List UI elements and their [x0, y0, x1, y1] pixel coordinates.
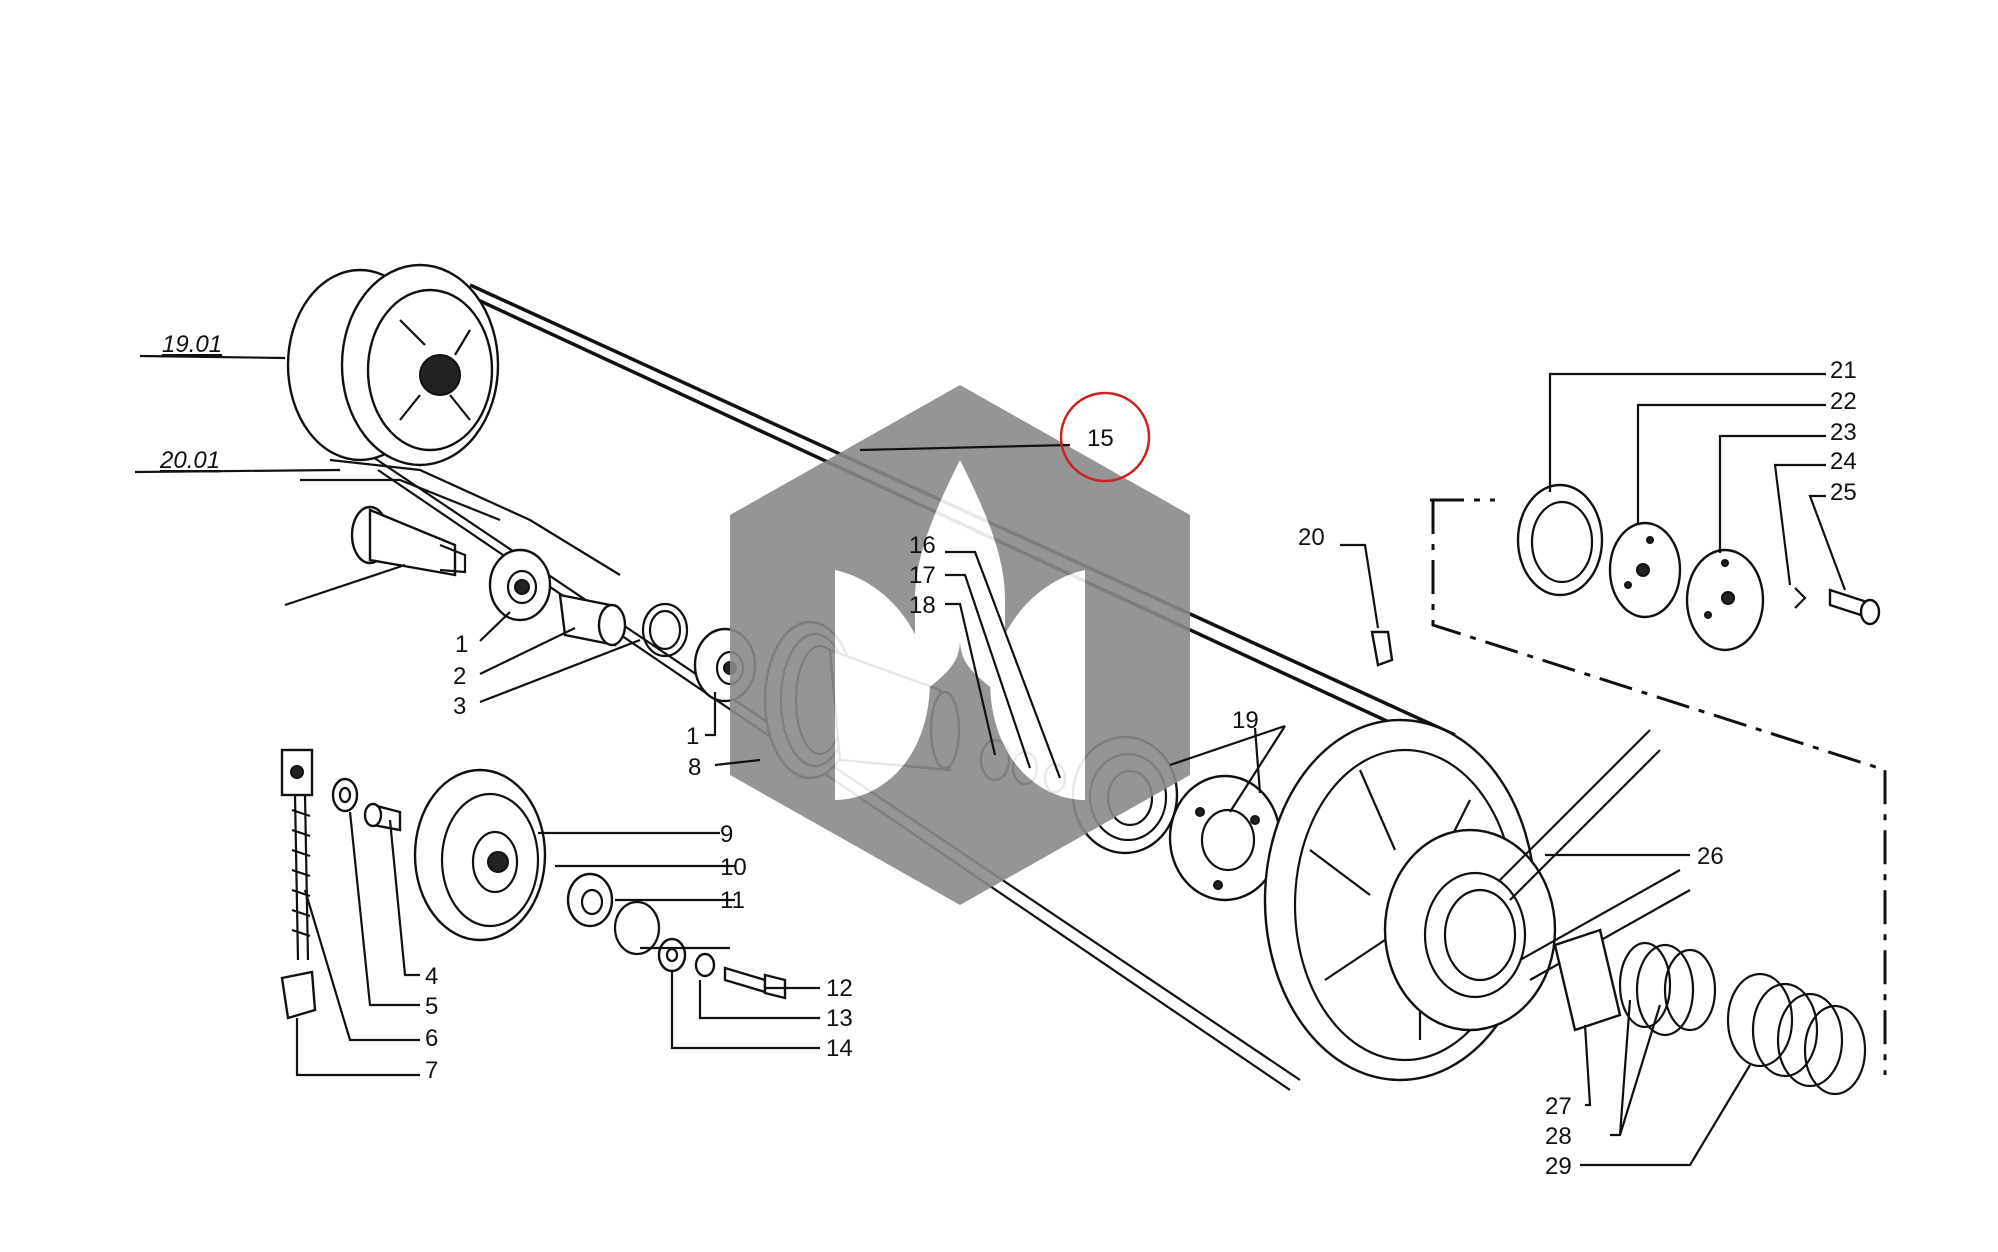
tension-pulley: [413, 768, 547, 942]
nut-14: [694, 952, 716, 978]
spacer-sleeve: [558, 593, 627, 647]
washer-5: [331, 777, 359, 813]
callout-11: 11: [720, 887, 745, 914]
callout-27: 27: [1545, 1093, 1572, 1120]
shaft-bolt: [350, 505, 467, 577]
snap-ring: [641, 602, 689, 658]
callout-1-top: 1: [455, 631, 468, 658]
upper-pulley: [286, 263, 621, 576]
callout-29: 29: [1545, 1153, 1572, 1180]
bushing-4: [363, 802, 402, 832]
callout-20: 20: [1298, 524, 1325, 551]
pulley-bearing: [566, 872, 614, 928]
bearing: [488, 548, 552, 622]
callout-14: 14: [826, 1035, 853, 1062]
hub-assembly: [1516, 483, 1881, 652]
callout-1-mid: 1: [686, 723, 699, 750]
callout-labels: 19.01 20.01 1 2 3 1 8 15 16 17 18 19 20 …: [159, 331, 1857, 1180]
callout-9: 9: [720, 821, 733, 848]
callout-12: 12: [826, 975, 853, 1002]
callout-18: 18: [909, 592, 936, 619]
callout-5: 5: [425, 993, 438, 1020]
callout-13: 13: [826, 1005, 853, 1032]
adjuster-rod: [280, 748, 317, 1020]
callout-8: 8: [688, 754, 701, 781]
callout-10: 10: [720, 854, 747, 881]
callout-19-01: 19.01: [162, 331, 222, 358]
bearing-flange: [1168, 774, 1282, 902]
callout-20-01: 20.01: [159, 447, 220, 474]
leader-lines: [134, 354, 1847, 1167]
callout-26: 26: [1697, 843, 1724, 870]
callout-6: 6: [425, 1025, 438, 1052]
large-variable-pulley: [1263, 718, 1557, 1082]
spring-assembly: [1553, 928, 1867, 1096]
belt-guide-lines: [1499, 729, 1691, 981]
callout-3: 3: [453, 693, 466, 720]
circlip: [613, 900, 661, 956]
callout-7: 7: [425, 1057, 438, 1084]
bolt-12: [723, 966, 787, 1000]
callout-22: 22: [1830, 388, 1857, 415]
callout-21: 21: [1830, 357, 1857, 384]
callout-23: 23: [1830, 419, 1857, 446]
callout-4: 4: [425, 963, 438, 990]
callout-16: 16: [909, 532, 936, 559]
callout-2: 2: [453, 663, 466, 690]
callout-25: 25: [1830, 479, 1857, 506]
watermark-logo: [730, 385, 1190, 905]
grease-nipple: [1370, 630, 1394, 667]
washer-13: [657, 937, 687, 973]
assembly-frame: [1430, 498, 1887, 1075]
highlight-circle: [1059, 391, 1151, 483]
callout-24: 24: [1830, 448, 1857, 475]
callout-19: 19: [1232, 707, 1259, 734]
callout-15: 15: [1087, 425, 1114, 452]
callout-17: 17: [909, 562, 936, 589]
callout-28: 28: [1545, 1123, 1572, 1150]
